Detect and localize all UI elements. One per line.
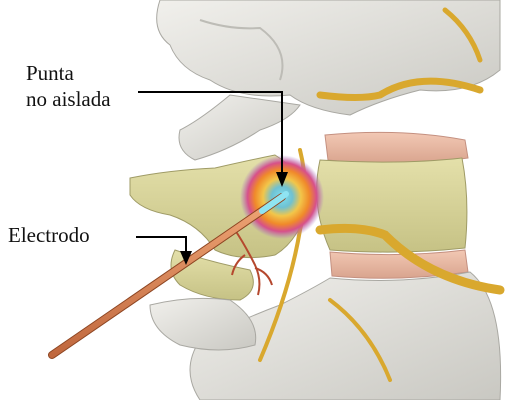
electrode-label: Electrodo [8, 222, 90, 248]
upper-disc [325, 132, 468, 163]
tip-label: Punta no aislada [26, 60, 111, 112]
tip-label-line2: no aislada [26, 86, 111, 112]
tip-label-line1: Punta [26, 60, 111, 86]
